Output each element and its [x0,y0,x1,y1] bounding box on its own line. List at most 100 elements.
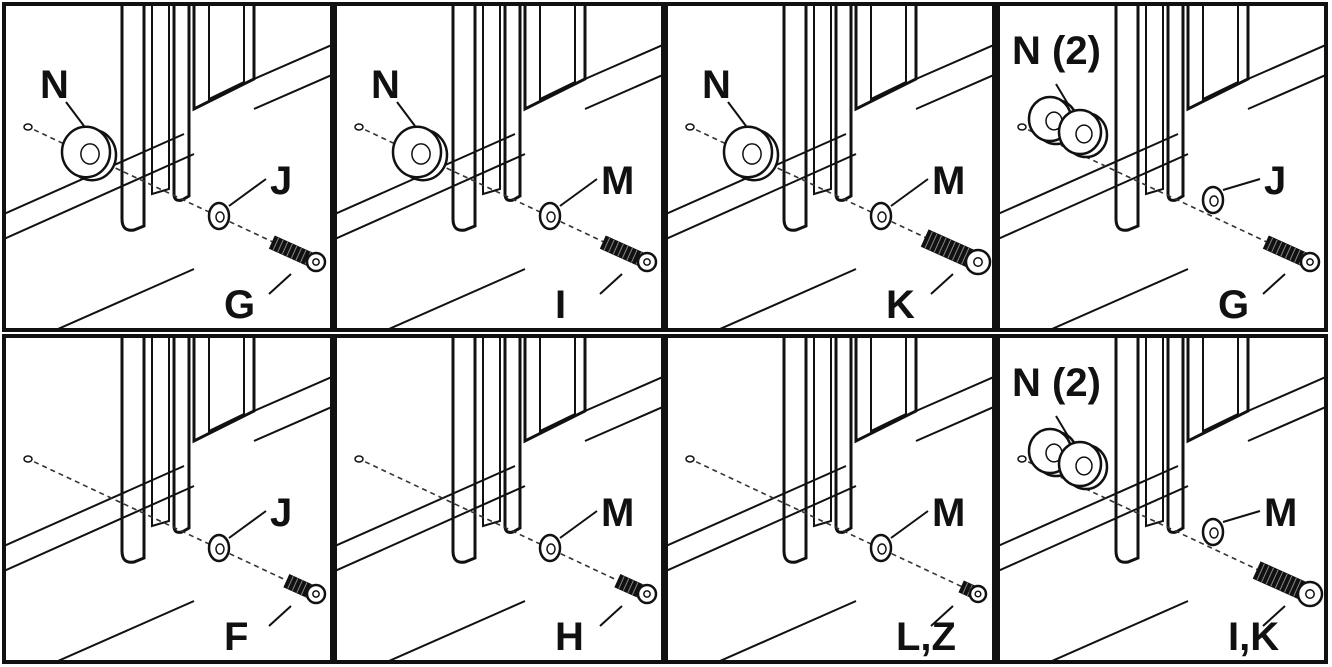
leader-line [727,101,747,127]
panel-border [664,334,996,664]
screw-label: H [555,615,584,659]
leader-line [65,101,85,127]
panel-border [996,2,1328,332]
frame-box [854,336,918,444]
frame-rail [998,465,1179,547]
upright-slot [1145,336,1164,528]
frame-rail [53,600,195,662]
leader-line [1222,510,1261,523]
frame-rail [715,268,857,330]
leader-line [228,510,267,539]
upright-slot [151,4,170,196]
screw-label: K [886,283,915,327]
assembly-panel: ML,Z [664,334,996,664]
panel-border [996,334,1328,664]
alignment-axis [25,457,325,599]
spacer-icon [1057,108,1109,159]
frame-rail [666,485,857,572]
frame-rail [1047,268,1189,330]
assembly-panel: NMK [664,2,996,332]
washer-icon [1201,185,1225,215]
assembly-panel: JF [2,334,334,664]
frame-rail [584,43,663,80]
frame-box-inner [208,336,245,433]
leader-line [930,605,954,627]
frame-box [1186,336,1250,444]
screw-icon [614,574,658,605]
upright-channel [451,4,477,232]
washer-icon [869,533,893,563]
screw-icon [283,574,327,605]
frame-rail [915,405,994,442]
leader-line [268,273,292,295]
frame-rail [1047,600,1189,662]
mount-hole [354,123,364,131]
screw-label: F [224,615,248,659]
alignment-axis [687,457,987,599]
washer-icon [1201,517,1225,547]
mount-hole [685,455,695,463]
frame-box-inner [1202,336,1239,433]
spacer-icon [722,125,780,182]
screw-icon [599,235,658,273]
frame-rail [53,268,195,330]
frame-rail [584,73,663,110]
upright-slot [482,4,501,196]
spacer-icon [60,125,118,182]
frame-box-inner [870,4,907,101]
frame-rail [4,465,185,547]
frame-rail [253,43,332,80]
spacer-label: N (2) [1012,361,1101,405]
mount-hole [23,123,33,131]
mount-hole [685,123,695,131]
mount-hole [1017,455,1027,463]
frame-rail [384,268,526,330]
leader-line [599,605,623,627]
upright-channel [782,336,808,564]
spacer-label: N [371,63,400,107]
frame-rail [584,375,663,412]
screw-label: I,K [1228,615,1279,659]
frame-rail [4,153,195,240]
frame-rail [584,405,663,442]
washer-icon [869,201,893,231]
screw-icon [268,235,327,273]
screw-icon [1262,235,1321,273]
screw-icon [958,580,988,604]
frame-rail [715,600,857,662]
frame-box [523,4,587,112]
assembly-panel: N (2)JG [996,2,1328,332]
spacer-label: N (2) [1012,29,1101,73]
leader-line [890,178,929,207]
frame-rail [335,153,526,240]
washer-label: J [270,159,292,203]
frame-rail [253,73,332,110]
upright-channel [1114,336,1140,564]
leader-line [268,605,292,627]
washer-label: M [932,159,965,203]
panel-border [2,2,334,332]
screw-label: L,Z [896,615,956,659]
screw-icon [920,229,992,276]
alignment-axis [356,457,656,599]
frame-rail [915,43,994,80]
panel-border [2,334,334,664]
frame-rail [915,73,994,110]
spacer-icon [391,125,449,182]
assembly-panel: MH [333,334,665,664]
washer-icon [538,201,562,231]
frame-rail [335,465,516,547]
frame-rail [998,153,1189,240]
leader-line [1055,83,1069,105]
washer-icon [538,533,562,563]
frame-box-inner [539,4,576,101]
frame-rail [1247,73,1326,110]
washer-label: M [1264,491,1297,535]
frame-rail [998,133,1179,215]
frame-box [192,336,256,444]
frame-rail [253,405,332,442]
frame-rail [915,375,994,412]
assembly-panel: NJG [2,2,334,332]
washer-icon [207,201,231,231]
